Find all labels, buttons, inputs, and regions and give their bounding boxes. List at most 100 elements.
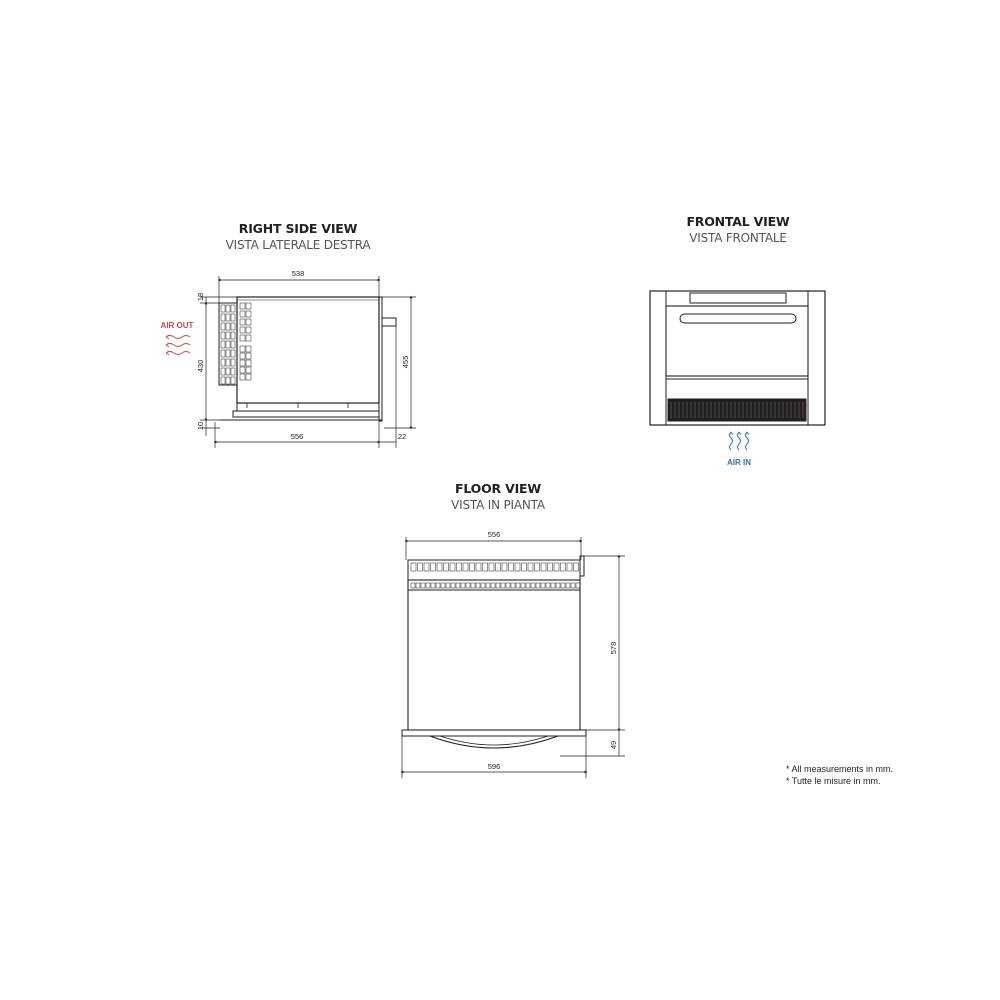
side-vent-cell (220, 304, 226, 313)
air-in-arrows (728, 431, 750, 451)
floor-vent-cell (443, 562, 449, 572)
side-vent-cell (225, 367, 231, 376)
dim-floor-578: 578 (609, 642, 618, 655)
side-inner-cell (245, 345, 252, 353)
floor-vent-cell (475, 562, 482, 572)
floor-vent-slot (530, 582, 536, 589)
floor-vent-slot (415, 582, 421, 589)
air-out-wave (165, 335, 191, 339)
side-vent-panel (218, 302, 238, 386)
air-in-wave (737, 431, 741, 451)
side-inner-cell (239, 373, 246, 381)
floor-vent-cell (573, 562, 579, 572)
dim-floor-556: 556 (488, 530, 501, 539)
side-inner-cell (245, 302, 252, 310)
floor-handle-inner (439, 735, 549, 746)
floor-vent-cell (553, 562, 560, 572)
side-inner-cell (239, 302, 246, 310)
side-base-plate (236, 402, 380, 412)
floor-vent-grid (410, 562, 581, 589)
floor-vent-slot (470, 582, 476, 589)
air-out-label: AIR OUT (161, 321, 194, 330)
air-out-wave (165, 343, 191, 347)
floor-view-title: FLOOR VIEW (455, 481, 541, 496)
floor-vent-cell (449, 562, 456, 572)
floor-vent-slot (435, 582, 441, 589)
right-side-view-title: RIGHT SIDE VIEW (238, 221, 358, 236)
side-inner-cell (245, 318, 252, 326)
floor-vent-slot (505, 582, 511, 589)
side-vent-cell (220, 340, 226, 349)
floor-vent-slot (460, 582, 466, 589)
floor-knob (579, 555, 585, 577)
side-inner-cell (239, 310, 246, 318)
side-vent-cell (230, 376, 236, 385)
floor-vent-cell (560, 562, 566, 572)
right-side-view-drawing (218, 296, 397, 422)
dim-side-430: 430 (196, 360, 205, 373)
side-inner-cell (245, 352, 252, 360)
right-side-view-subtitle: VISTA LATERALE DESTRA (225, 238, 371, 252)
side-vent-cell (220, 313, 226, 322)
floor-vent-slot (520, 582, 526, 589)
front-grille-lines (670, 402, 804, 418)
floor-vent-slot (430, 582, 436, 589)
floor-body-outline (407, 579, 581, 731)
measurement-note-en: * All measurements in mm. (786, 764, 894, 774)
side-vent-cell (230, 304, 236, 313)
front-door (665, 305, 809, 377)
floor-vent-slot (420, 582, 426, 589)
side-inner-cell (239, 345, 246, 353)
floor-view-drawing (401, 555, 587, 749)
floor-vent-slot (465, 582, 471, 589)
floor-vent-cell (436, 562, 443, 572)
floor-vent-cell (456, 562, 462, 572)
side-inner-cell (245, 310, 252, 318)
side-vent-cell (220, 331, 226, 340)
floor-vent-slot (510, 582, 516, 589)
side-vent-cell (230, 358, 236, 367)
floor-vent-slot (525, 582, 531, 589)
side-inner-cell (245, 359, 252, 367)
floor-view-subtitle: VISTA IN PIANTA (451, 498, 545, 512)
floor-vent-cell (430, 562, 436, 572)
floor-vent-slot (485, 582, 491, 589)
side-vent-grid (220, 304, 236, 385)
floor-vent-slot (570, 582, 576, 589)
frontal-view-drawing (649, 290, 826, 426)
floor-vent-slot (550, 582, 556, 589)
floor-vent-slot (545, 582, 551, 589)
dim-floor-49: 49 (609, 741, 618, 749)
floor-vent-slot (475, 582, 481, 589)
air-in-arrowhead (736, 431, 742, 436)
side-inner-grid (239, 302, 252, 381)
side-vent-cell (230, 322, 236, 331)
floor-dimension-lines (400, 537, 625, 778)
floor-vent-cell (566, 562, 573, 572)
floor-vent-slot (500, 582, 506, 589)
floor-vent-cell (469, 562, 475, 572)
air-out-arrows (165, 334, 191, 356)
dim-side-538: 538 (292, 269, 305, 278)
dim-floor-596: 596 (488, 762, 501, 771)
side-inner-cell (245, 334, 252, 342)
floor-front-plate (401, 729, 587, 737)
dim-side-22: 22 (398, 432, 406, 441)
floor-vent-cell (527, 562, 534, 572)
floor-vent-slot (565, 582, 571, 589)
side-vent-cell (225, 376, 231, 385)
floor-vent-cell (540, 562, 547, 572)
air-in-label: AIR IN (727, 458, 751, 467)
dim-side-18: 18 (196, 293, 205, 301)
side-vent-cell (220, 322, 226, 331)
measurement-note-it: * Tutte le misure in mm. (786, 776, 881, 786)
side-vent-cell (230, 340, 236, 349)
floor-vent-cell (462, 562, 469, 572)
front-handle (679, 313, 797, 324)
side-vent-cell (230, 349, 236, 358)
side-body-outline (236, 296, 380, 404)
dim-side-10: 10 (196, 422, 205, 430)
side-vent-cell (230, 331, 236, 340)
dim-side-556: 556 (291, 432, 304, 441)
